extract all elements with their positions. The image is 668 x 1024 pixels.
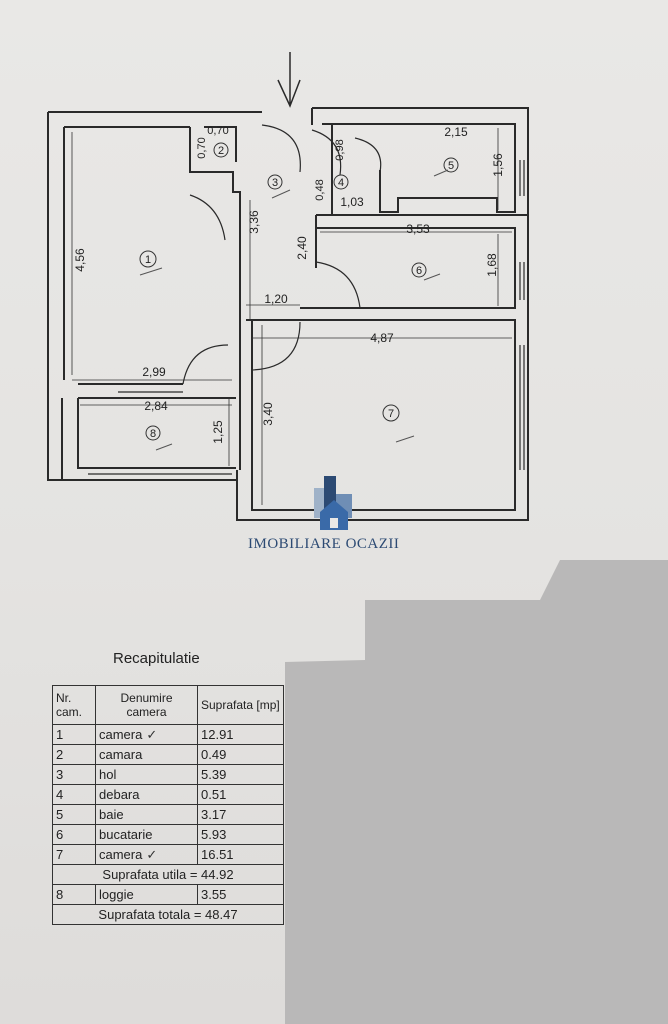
useful-total: Suprafata utila = 44.92 xyxy=(52,864,284,885)
dim-label: 1,20 xyxy=(264,292,288,306)
dim-label: 1,68 xyxy=(485,253,499,277)
cell-nr: 2 xyxy=(52,744,96,765)
cell-nr: 4 xyxy=(52,784,96,805)
dim-label: 4,87 xyxy=(370,331,394,345)
house-logo-icon xyxy=(314,476,352,530)
useful-total-row: Suprafata utila = 44.92 xyxy=(52,864,284,885)
brand-name: IMOBILIARE OCAZII xyxy=(248,536,400,552)
cell-area: 5.39 xyxy=(197,764,284,785)
dim-label: 2,15 xyxy=(444,125,468,139)
cell-nr: 6 xyxy=(52,824,96,845)
dim-label: 0,70 xyxy=(196,137,208,158)
cell-name: debara xyxy=(95,784,198,805)
dim-label: 0,98 xyxy=(334,139,346,160)
cell-name: baie xyxy=(95,804,198,825)
room-number-8: 8 xyxy=(150,428,156,440)
dim-label: 0,70 xyxy=(207,125,228,137)
header-nr: Nr. cam. xyxy=(52,685,96,725)
cell-nr: 5 xyxy=(52,804,96,825)
room-name: camera xyxy=(99,846,143,862)
dim-label: 2,99 xyxy=(142,365,166,379)
floor-plan: 1 2 3 4 5 6 7 8 4,56 2,99 0,70 0,70 3,36… xyxy=(47,52,529,521)
cell-nr: 7 xyxy=(52,844,96,865)
room-number-2: 2 xyxy=(218,145,224,157)
cell-name: bucatarie xyxy=(95,824,198,845)
cell-area: 0.49 xyxy=(197,744,284,765)
dim-label: 3,36 xyxy=(247,210,261,234)
room-name: hol xyxy=(99,767,117,782)
cell-area: 3.17 xyxy=(197,804,284,825)
room-name: camera xyxy=(99,726,143,742)
dim-label: 1,03 xyxy=(340,195,364,209)
room-name: camara xyxy=(99,747,143,762)
room-number-3: 3 xyxy=(272,177,278,189)
cell-area: 5.93 xyxy=(197,824,284,845)
room-number-5: 5 xyxy=(448,160,454,172)
cell-name: hol xyxy=(95,764,198,785)
dim-label: 1,25 xyxy=(211,420,225,444)
cell-area: 16.51 xyxy=(197,844,284,865)
grand-total-row: Suprafata totala = 48.47 xyxy=(52,904,284,925)
room-number-7: 7 xyxy=(388,408,394,420)
cell-name: camara xyxy=(95,744,198,765)
checkmark-icon: ✓ xyxy=(146,846,158,862)
room-name: debara xyxy=(99,787,140,802)
recap-table: Nr. cam. Denumire camera Suprafata [mp] … xyxy=(52,685,284,925)
room-name: bucatarie xyxy=(99,827,153,842)
cell-nr: 1 xyxy=(52,724,96,745)
cell-area: 3.55 xyxy=(197,884,284,905)
recap-title: Recapitulatie xyxy=(113,650,200,667)
cell-name: camera✓ xyxy=(95,724,198,745)
dim-label: 1,56 xyxy=(491,153,505,177)
cell-nr: 3 xyxy=(52,764,96,785)
dim-label: 4,56 xyxy=(73,248,87,272)
dim-label: 0,48 xyxy=(314,179,326,200)
dim-label: 2,40 xyxy=(295,236,309,260)
room-number-4: 4 xyxy=(338,177,344,189)
dim-label: 3,53 xyxy=(406,222,430,236)
grand-total: Suprafata totala = 48.47 xyxy=(52,904,284,925)
cell-name: loggie xyxy=(95,884,198,905)
header-name: Denumire camera xyxy=(95,685,198,725)
cell-nr: 8 xyxy=(52,884,96,905)
header-area: Suprafata [mp] xyxy=(197,685,284,725)
cell-name: camera✓ xyxy=(95,844,198,865)
room-number-6: 6 xyxy=(416,265,422,277)
dim-label: 2,84 xyxy=(144,399,168,413)
room-name: baie xyxy=(99,807,124,822)
cell-area: 0.51 xyxy=(197,784,284,805)
checkmark-icon: ✓ xyxy=(146,726,158,742)
dim-label: 3,40 xyxy=(261,402,275,426)
room-number-1: 1 xyxy=(145,254,151,266)
cell-area: 12.91 xyxy=(197,724,284,745)
